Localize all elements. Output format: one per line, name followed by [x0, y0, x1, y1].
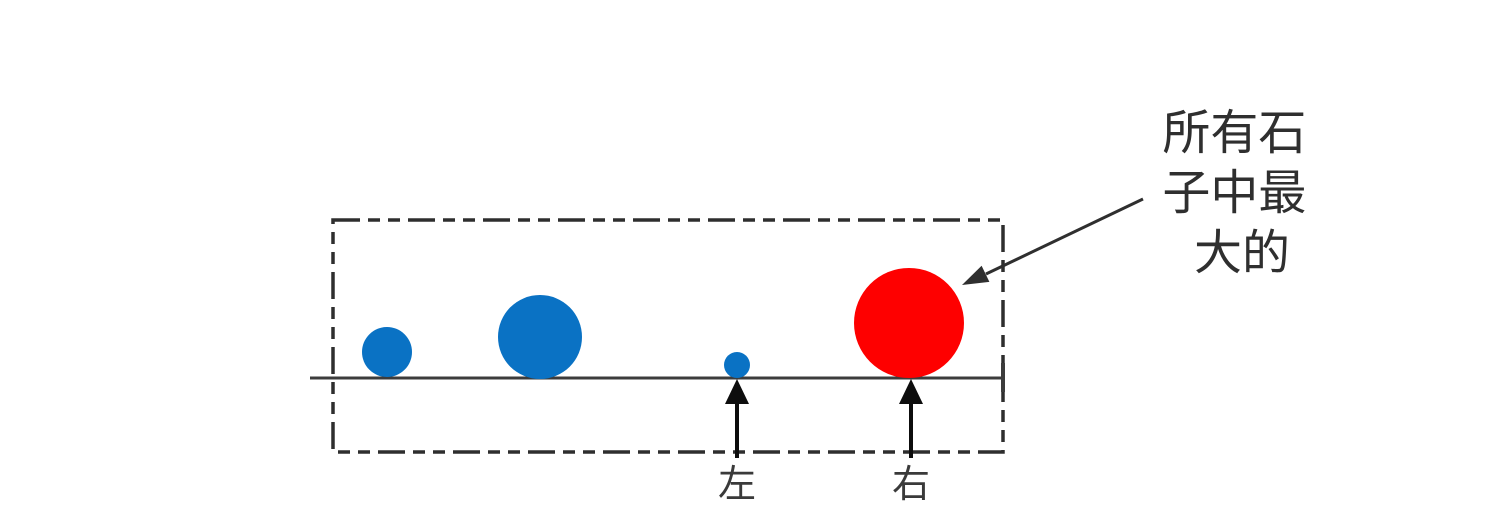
annotation-text: 所有石 子中最 大的	[1162, 105, 1321, 281]
annotation-text-line-3: 大的	[1194, 225, 1290, 281]
stone-small-blue	[362, 327, 412, 377]
dashed-boundary-box	[331, 218, 1005, 454]
right-pointer-arrowhead-icon	[899, 379, 923, 404]
right-pointer-label: 右	[892, 462, 930, 506]
right-pointer-arrow	[899, 379, 923, 458]
annotation-arrowhead-icon	[962, 265, 990, 285]
left-pointer-label: 左	[718, 462, 756, 506]
left-pointer-arrow	[725, 379, 749, 458]
annotation-callout-arrow	[962, 197, 1144, 285]
annotation-arrow-shaft	[985, 197, 1144, 276]
stone-large-red	[854, 268, 964, 378]
annotation-text-line-1: 所有石	[1162, 105, 1306, 161]
left-pointer-arrowhead-icon	[725, 379, 749, 404]
stone-tiny-blue	[724, 352, 750, 378]
stone-medium-blue	[498, 295, 582, 379]
annotation-text-line-2: 子中最	[1162, 165, 1306, 221]
